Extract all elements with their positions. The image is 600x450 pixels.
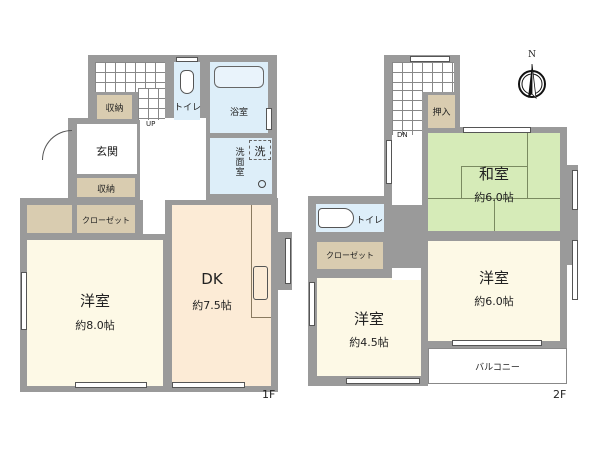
- room-size: 約6.0帖: [474, 295, 514, 308]
- compass: N: [512, 50, 552, 106]
- room-label: 収納: [105, 104, 124, 114]
- room-label: 洋室: [353, 310, 384, 328]
- stairs-up-label: UP: [146, 120, 156, 128]
- window: [21, 272, 27, 330]
- tatami-line: [494, 198, 495, 231]
- window: [463, 127, 531, 133]
- room-label: 押入: [432, 108, 451, 118]
- kitchen-counter: [251, 205, 271, 318]
- room-label: 収納: [96, 185, 115, 195]
- entrance-door[interactable]: [42, 130, 72, 160]
- room-label: 洗面室: [235, 148, 245, 178]
- compass-label: N: [528, 50, 536, 60]
- sink-icon: [253, 266, 268, 300]
- hallway: [140, 118, 206, 200]
- hallway: [143, 198, 165, 234]
- stairs: [392, 90, 422, 135]
- room-label: DK: [201, 270, 223, 288]
- water-heater-icon: [258, 180, 266, 188]
- room-label: クローゼット: [326, 251, 374, 260]
- floor-label: 1F: [262, 388, 276, 401]
- room-label: トイレ: [174, 103, 202, 113]
- window: [452, 340, 542, 346]
- room-label: 洋室: [478, 269, 509, 287]
- room-size: 約8.0帖: [75, 319, 115, 332]
- toilet-icon: [180, 70, 194, 94]
- hallway: [392, 135, 422, 205]
- bathtub-icon: [214, 66, 264, 88]
- window: [386, 140, 392, 184]
- tatami-line: [527, 133, 528, 198]
- tatami-line: [461, 166, 528, 167]
- oshiire: [428, 95, 455, 128]
- floor-label: 2F: [553, 388, 567, 401]
- room-label: クローゼット: [82, 216, 130, 225]
- window: [75, 382, 147, 388]
- western-room: [27, 240, 163, 386]
- window: [572, 170, 578, 210]
- room-label: 洗: [254, 145, 266, 158]
- window: [572, 240, 578, 300]
- closet: [77, 205, 135, 233]
- storage-lower: [77, 178, 135, 197]
- room-label: 玄関: [96, 145, 118, 158]
- window: [309, 282, 315, 326]
- dining-kitchen: [172, 205, 271, 386]
- north-arrow-icon: [518, 63, 546, 100]
- closet: [317, 242, 383, 269]
- window: [410, 56, 450, 62]
- window: [176, 57, 198, 62]
- hallway: [392, 268, 421, 280]
- window: [285, 238, 291, 284]
- stairs-down-label: DN: [397, 131, 408, 139]
- toilet-icon: [318, 208, 354, 228]
- room-size: 約7.5帖: [192, 299, 232, 312]
- room-label: トイレ: [356, 216, 384, 226]
- stairs: [138, 88, 165, 120]
- storage-top: [97, 95, 132, 119]
- window: [346, 378, 420, 384]
- tatami-line: [461, 166, 462, 198]
- room-size: 約4.5帖: [349, 336, 389, 349]
- stairs: [392, 62, 454, 92]
- western-room-large: [428, 241, 560, 341]
- window: [266, 108, 272, 130]
- room-label: 洋室: [79, 292, 110, 310]
- room-size: 約6.0帖: [474, 191, 514, 204]
- western-room-small: [317, 278, 421, 376]
- washer-space: [249, 140, 271, 160]
- room-label: 浴室: [229, 108, 248, 118]
- closet-left: [27, 205, 72, 233]
- entrance: [77, 124, 137, 174]
- window: [172, 382, 245, 388]
- room-label: 和室: [478, 165, 509, 183]
- stairs: [95, 62, 165, 92]
- room-label: バルコニー: [475, 363, 520, 373]
- balcony: [428, 348, 567, 384]
